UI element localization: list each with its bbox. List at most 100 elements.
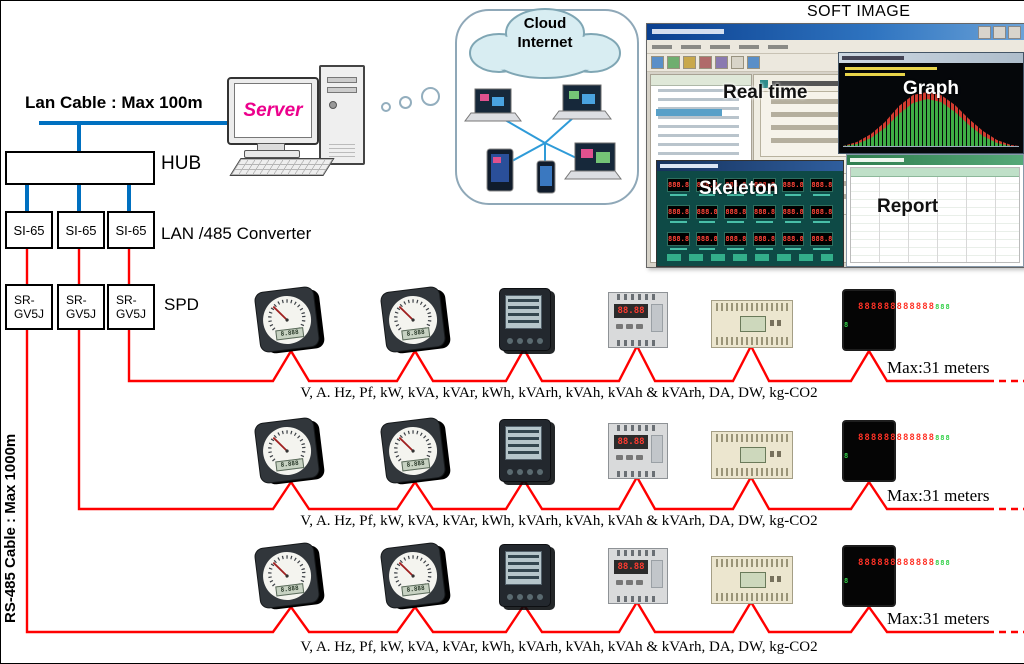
meter-dial <box>260 423 314 478</box>
toolbar-icon <box>731 56 744 69</box>
led-row <box>858 558 884 568</box>
close-icon <box>1008 26 1021 39</box>
window-title-text <box>652 29 724 34</box>
lcd-screen <box>740 447 766 463</box>
report-table <box>850 167 1020 263</box>
lcd-power-meter <box>499 288 551 351</box>
led-panel-meter <box>842 420 951 482</box>
lcd-power-meter <box>499 544 551 607</box>
skeleton-title-bar <box>657 161 843 171</box>
measurements-label-row1: V, A. Hz, Pf, kW, kVA, kVAr, kWh, kVArh,… <box>300 385 818 401</box>
converter-si65-2: SI-65 <box>57 211 105 249</box>
din-rail-meter-led <box>608 548 668 604</box>
lcd-power-meter <box>499 419 551 482</box>
report-subwindow <box>846 154 1024 267</box>
meter-buttons <box>507 338 543 344</box>
led-display <box>614 560 648 574</box>
meter-bezel <box>379 416 447 485</box>
menu-item <box>681 44 701 49</box>
meter-dial <box>386 548 440 603</box>
lcd-screen <box>740 316 766 332</box>
monitor-base <box>244 150 300 158</box>
meter-bezel <box>379 285 447 354</box>
mini-meter <box>810 205 833 223</box>
connection-dot-small <box>381 102 391 112</box>
connection-dot-medium <box>399 96 412 109</box>
meter-buttons <box>770 576 784 582</box>
realtime-label: Real time <box>723 82 808 103</box>
hub-to-converter-lines <box>25 183 131 211</box>
mini-meter <box>695 232 719 250</box>
server-screen: Server <box>234 83 312 138</box>
terminal-cover <box>651 304 663 332</box>
lcd-screen <box>505 426 542 460</box>
tree-selected-row <box>656 109 722 116</box>
maximize-icon <box>993 26 1006 39</box>
tower-drive-slot <box>327 87 357 93</box>
soft-image-window: Real time Graph Skeleton Report <box>646 23 1024 268</box>
tower-power-button <box>329 101 337 109</box>
lcd-screen <box>505 551 542 585</box>
cloud-internet-label: Cloud Internet <box>517 15 573 51</box>
connection-dot-large <box>421 87 440 106</box>
meter-bezel <box>253 416 321 485</box>
mini-meter <box>695 178 719 196</box>
mini-meter <box>752 205 776 223</box>
toolbar-icon <box>651 56 664 69</box>
din-rail-meter-lcd <box>711 431 793 479</box>
led-row <box>909 302 935 312</box>
tablet-icon <box>486 148 514 192</box>
mini-meter <box>667 178 690 196</box>
meter-buttons <box>770 451 784 457</box>
toolbar-icon <box>667 56 680 69</box>
spd-srgv5j-1: SR- GV5J <box>5 284 53 330</box>
graph-label: Graph <box>903 78 959 99</box>
converter-label: LAN /485 Converter <box>161 224 312 243</box>
laptop-icon <box>464 88 522 122</box>
mini-meter <box>781 205 805 223</box>
meter-buttons <box>770 320 784 326</box>
mini-meter <box>667 205 690 223</box>
meter-buttons <box>507 594 543 600</box>
converter-to-spd-lines <box>25 247 131 284</box>
led-row <box>909 433 935 443</box>
smartphone-icon <box>536 160 556 194</box>
max-meters-label-row1: Max:31 meters <box>887 358 990 377</box>
din-rail-meter-lcd <box>711 300 793 348</box>
toolbar-icon <box>683 56 696 69</box>
graph-info-text <box>845 73 905 76</box>
mini-meter <box>724 178 747 196</box>
lcd-screen <box>505 295 542 329</box>
report-title-bar <box>847 155 1023 165</box>
meter-buttons <box>616 455 643 460</box>
menu-item <box>739 44 759 49</box>
spd-srgv5j-2: SR- GV5J <box>57 284 105 330</box>
analog-multifunction-meter <box>253 541 326 611</box>
menu-bar <box>647 40 1024 54</box>
led-row <box>884 433 910 443</box>
mini-meter <box>695 205 719 223</box>
meter-dial <box>260 292 314 347</box>
analog-multifunction-meter <box>253 285 326 355</box>
din-rail-meter-led <box>608 292 668 348</box>
mini-meter <box>752 232 776 250</box>
meter-dial <box>260 548 314 603</box>
meter-dial <box>386 423 440 478</box>
lan-cable-label: Lan Cable : Max 100m <box>25 93 203 112</box>
cloud-icon <box>469 8 621 79</box>
converter-si65-1: SI-65 <box>5 211 53 249</box>
mini-meter <box>752 178 776 196</box>
histogram-plot <box>843 90 1019 147</box>
tree-header <box>651 75 751 86</box>
spd-label: SPD <box>164 295 199 314</box>
graph-subwindow <box>838 52 1024 154</box>
tower-vents <box>329 141 355 157</box>
server-monitor: Server <box>227 77 319 145</box>
hub-label: HUB <box>161 153 202 174</box>
meter-bezel <box>253 285 321 354</box>
skeleton-status-row <box>667 254 833 261</box>
meter-buttons <box>507 469 543 475</box>
max-meters-label-row3: Max:31 meters <box>887 609 990 628</box>
mini-meter <box>724 205 747 223</box>
